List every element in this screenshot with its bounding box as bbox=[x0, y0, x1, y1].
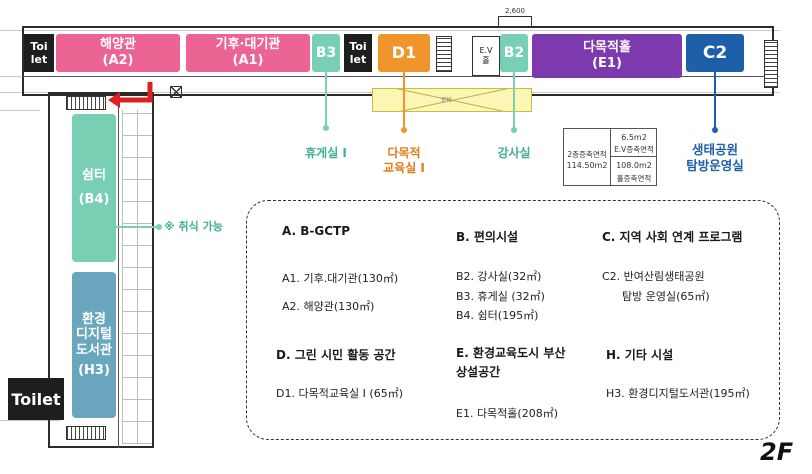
legend-a-item-2: A2. 해양관(130㎡) bbox=[282, 300, 375, 313]
callout-line-d1 bbox=[403, 72, 405, 128]
callout-line-b2 bbox=[513, 72, 515, 128]
room-b4[interactable]: 쉼터 (B4) bbox=[72, 114, 116, 262]
grid-line bbox=[0, 30, 780, 31]
vertical-wing-wall bbox=[48, 92, 154, 448]
area-stats-table: 2층증축면적 114.50m2 6.5m2 E.V증축면적 108.0m2 홀증… bbox=[563, 128, 657, 186]
room-b2[interactable]: B2 bbox=[500, 34, 528, 72]
lobby-label: 로비 bbox=[441, 97, 453, 104]
legend-b-title: B. 편의시설 bbox=[456, 230, 519, 244]
callout-line-b4 bbox=[116, 226, 158, 228]
stairs bbox=[436, 36, 452, 72]
stairs bbox=[764, 40, 778, 88]
legend-b-item-3: B4. 쉼터(195㎡) bbox=[456, 309, 539, 322]
legend-e-item-1: E1. 다목적홀(208㎡) bbox=[456, 407, 559, 420]
legend-b-item-1: B2. 강사실(32㎡) bbox=[456, 270, 542, 283]
room-e1-name: 다목적홀 bbox=[583, 40, 631, 56]
room-b4-code: (B4) bbox=[78, 192, 110, 207]
column-marker bbox=[170, 86, 182, 98]
callout-c2: 생태공원 탐방운영실 bbox=[686, 142, 744, 173]
legend-box bbox=[246, 200, 780, 440]
legend-d-title: D. 그린 시민 활동 공간 bbox=[276, 348, 396, 362]
room-h3-name: 환경 디지털 도서관 bbox=[76, 311, 112, 358]
floor-label: 2F bbox=[760, 438, 794, 466]
legend-c-item-1: C2. 반여산림생태공원 bbox=[602, 270, 705, 283]
vertical-corridor-line bbox=[118, 92, 119, 448]
legend-c-item-2: 탐방 운영실(65㎡) bbox=[622, 290, 710, 303]
callout-b4-note: ※ 취식 가능 bbox=[164, 220, 223, 233]
grid-line bbox=[0, 420, 60, 421]
legend-h-item-1: H3. 환경디지털도서관(195㎡) bbox=[606, 387, 750, 400]
toilet-mid: Toi let bbox=[344, 34, 372, 72]
room-b4-name: 쉼터 bbox=[82, 168, 106, 184]
room-a1[interactable]: 기후·대기관 (A1) bbox=[186, 34, 310, 72]
stats-right-bottom-label: 홀증축면적 bbox=[616, 174, 652, 183]
room-b3[interactable]: B3 bbox=[312, 34, 340, 72]
callout-line-c2 bbox=[714, 72, 716, 128]
callout-dot-c2 bbox=[712, 127, 718, 133]
stats-divider bbox=[610, 129, 611, 185]
callout-dot-b4 bbox=[156, 224, 162, 230]
room-a2[interactable]: 해양관 (A2) bbox=[56, 34, 180, 72]
callout-b2: 강사실 bbox=[497, 146, 531, 160]
room-a1-name: 기후·대기관 bbox=[215, 37, 281, 53]
legend-b-item-2: B3. 휴게실 (32㎡) bbox=[456, 290, 545, 303]
callout-b3: 휴게실 I bbox=[305, 146, 347, 160]
stats-right-top-value: 6.5m2 bbox=[621, 133, 647, 142]
callout-d1: 다목적 교육실 I bbox=[383, 146, 425, 175]
lobby-area: 로비 bbox=[372, 88, 532, 112]
room-e1[interactable]: 다목적홀 (E1) bbox=[532, 34, 682, 78]
room-a2-name: 해양관 bbox=[100, 37, 136, 53]
stats-left-label: 2층증축면적 bbox=[567, 150, 607, 159]
ev-hall: E.V 홀 bbox=[472, 36, 500, 76]
room-d1[interactable]: D1 bbox=[378, 34, 430, 72]
callout-line-b3 bbox=[325, 72, 327, 126]
callout-dot-b3 bbox=[323, 125, 329, 131]
legend-c-title: C. 지역 사회 연계 프로그램 bbox=[602, 230, 743, 244]
stats-right-bottom-value: 108.0m2 bbox=[616, 161, 652, 170]
dimension-label: 2,600 bbox=[504, 7, 526, 15]
callout-dot-d1 bbox=[401, 127, 407, 133]
dimension-box bbox=[498, 16, 532, 28]
stairs bbox=[66, 96, 106, 110]
room-h3-code: (H3) bbox=[78, 362, 110, 378]
callout-dot-b2 bbox=[511, 127, 517, 133]
stats-right-top-label: E.V증축면적 bbox=[614, 145, 654, 154]
stats-hline bbox=[611, 156, 657, 157]
stats-left-value: 114.50m2 bbox=[566, 161, 608, 170]
legend-a-item-1: A1. 기후.대기관(130㎡) bbox=[282, 272, 399, 285]
room-h3[interactable]: 환경 디지털 도서관 (H3) bbox=[72, 272, 116, 418]
entrance-arrow-icon bbox=[108, 82, 153, 108]
window-grid bbox=[122, 110, 152, 444]
toilet-left: Toi let bbox=[24, 34, 54, 72]
room-a2-code: (A2) bbox=[102, 53, 134, 68]
stairs bbox=[66, 426, 106, 440]
toilet-bottom: Toilet bbox=[8, 378, 64, 420]
room-e1-code: (E1) bbox=[592, 56, 622, 71]
room-c2[interactable]: C2 bbox=[686, 34, 744, 72]
legend-e-title: E. 환경교육도시 부산 상설공간 bbox=[456, 346, 566, 380]
corridor-line bbox=[22, 76, 774, 77]
legend-a-title: A. B-GCTP bbox=[282, 224, 351, 238]
legend-h-title: H. 기타 시설 bbox=[606, 348, 674, 362]
room-a1-code: (A1) bbox=[232, 53, 264, 68]
legend-d-item-1: D1. 다목적교육실 I (65㎡) bbox=[276, 387, 403, 400]
grid-line bbox=[0, 110, 40, 111]
